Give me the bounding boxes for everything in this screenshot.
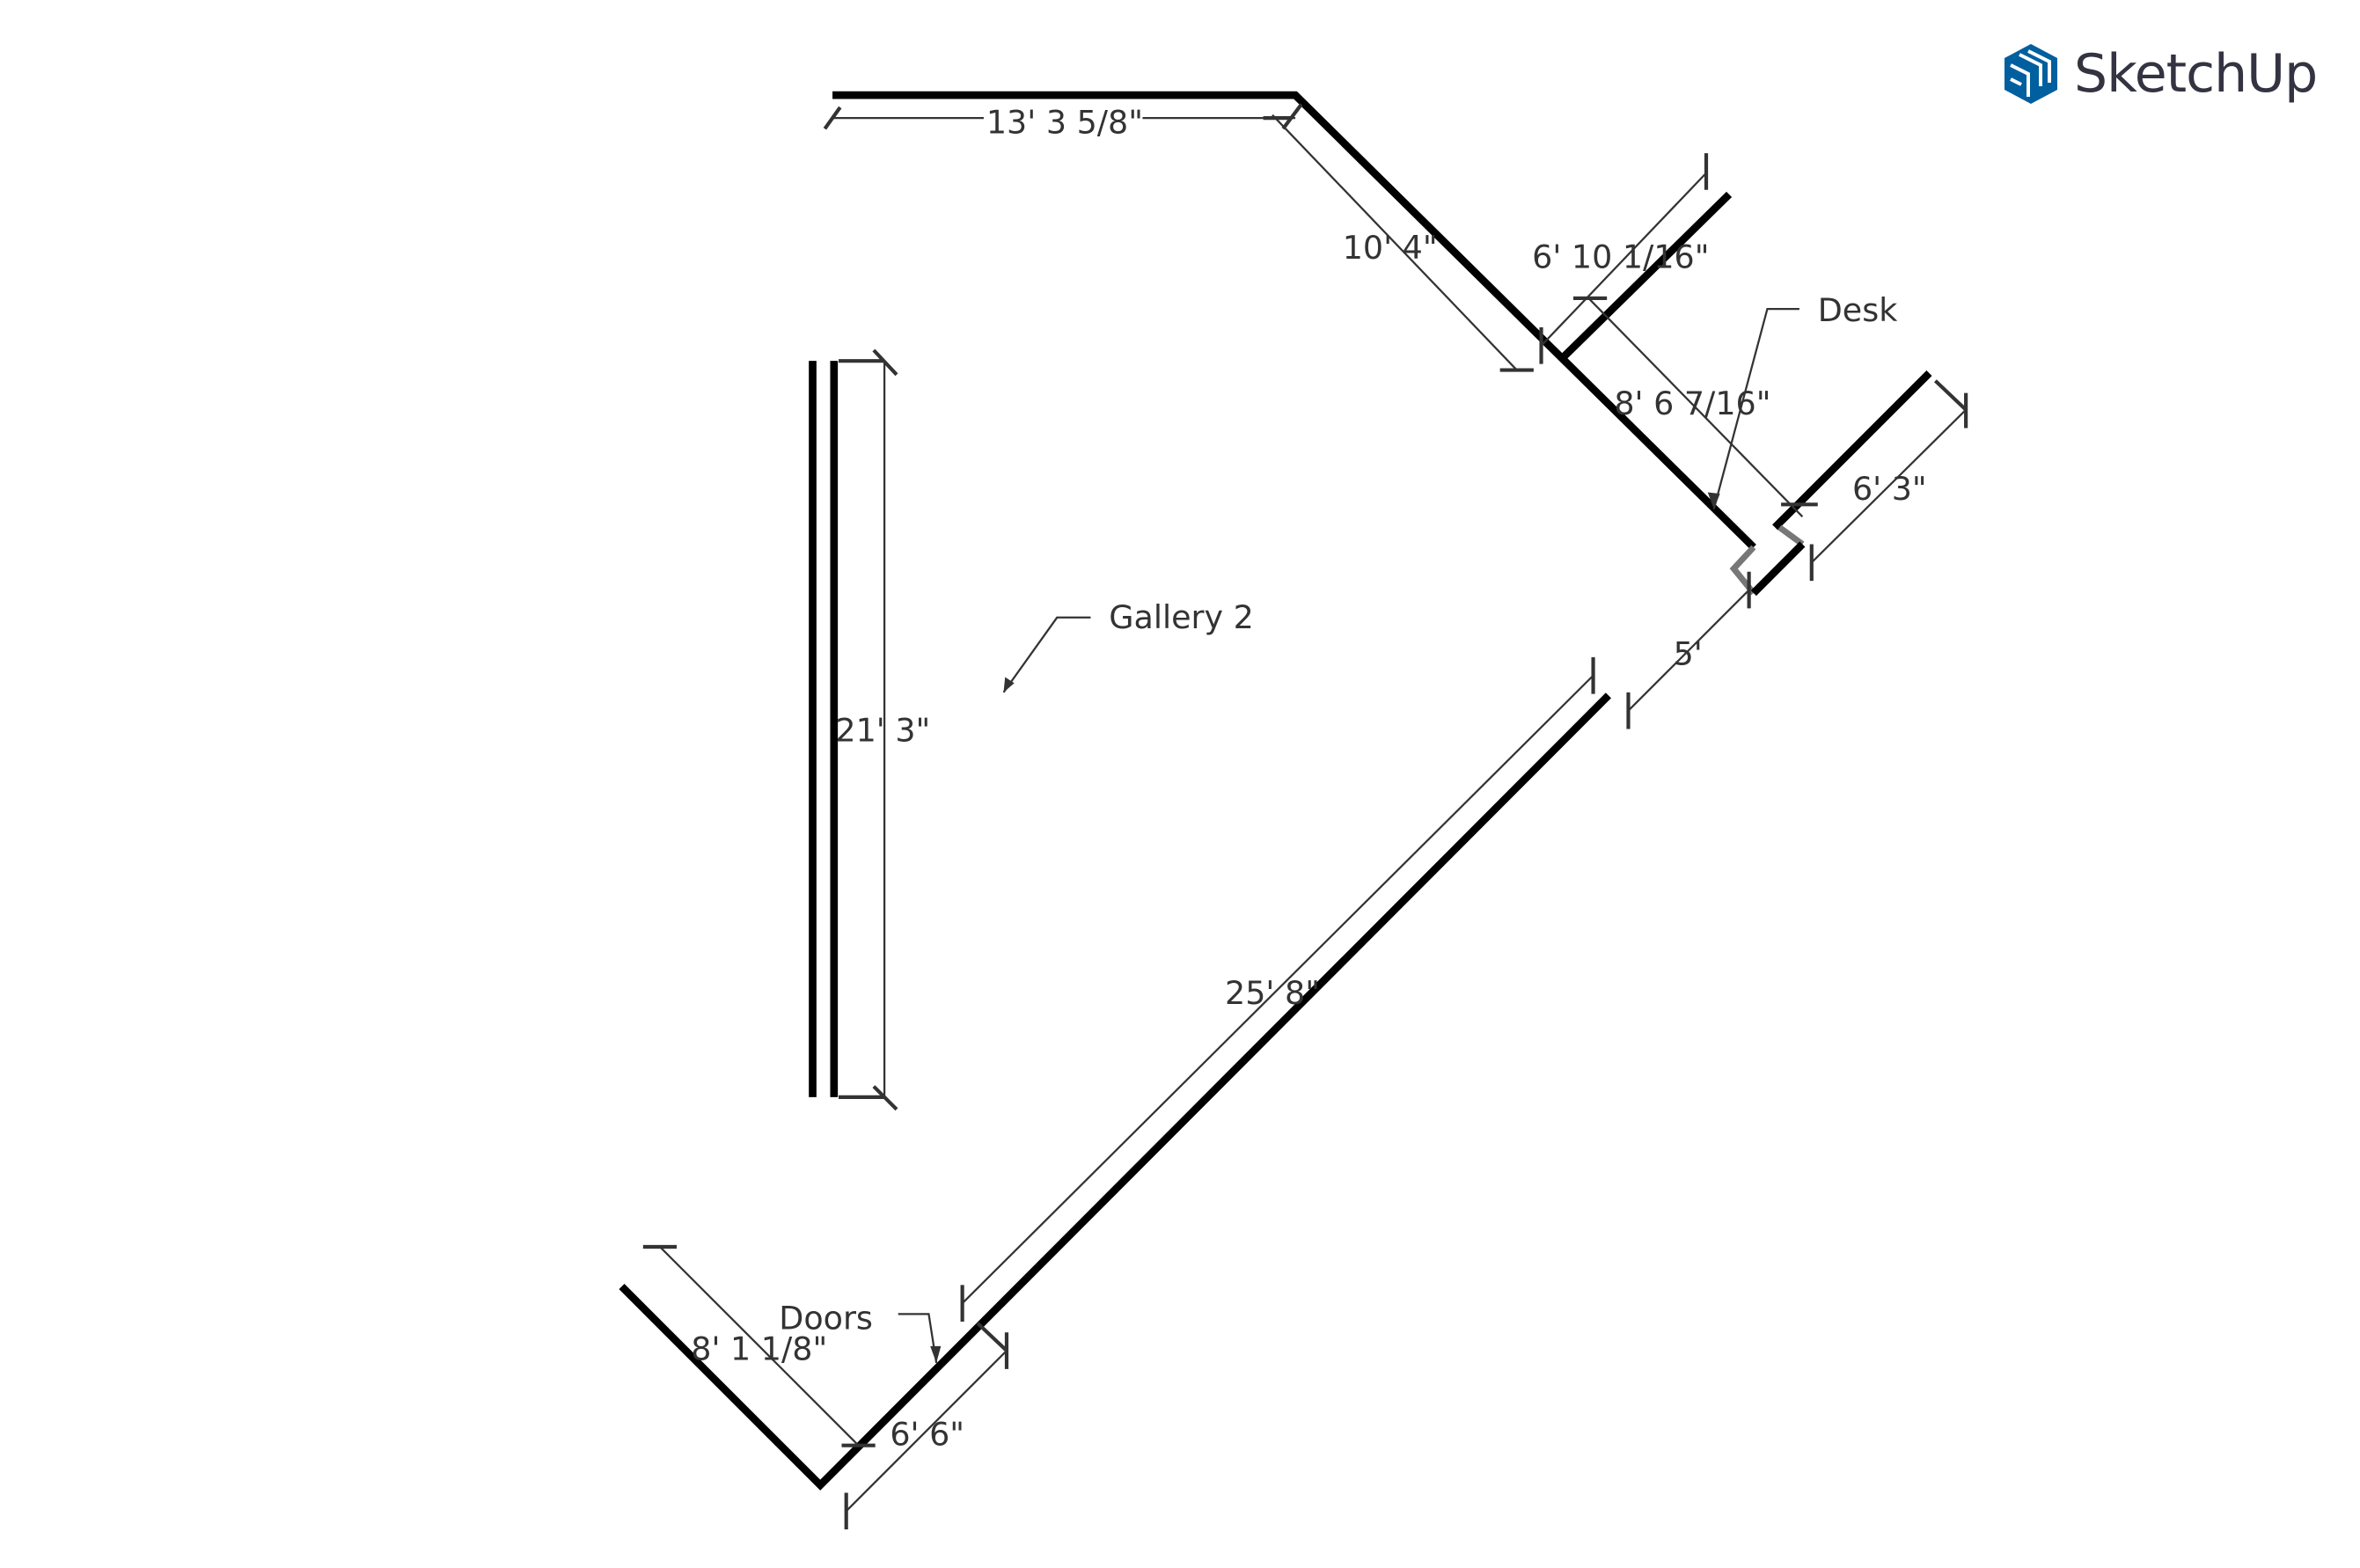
dim-label-desk-wall: 6' 10 1/16" xyxy=(1532,238,1709,275)
sketchup-logo: SketchUp xyxy=(2002,42,2318,106)
dim-label-door: 6' 6" xyxy=(890,1416,964,1454)
leaders xyxy=(898,307,1799,1364)
gallery-leader xyxy=(1002,616,1091,693)
dim-label-desk-span: 8' 6 7/16" xyxy=(1614,385,1770,422)
note-gallery: Gallery 2 xyxy=(1109,598,1254,636)
dim-label-left: 8' 1 1/8" xyxy=(691,1330,827,1367)
dimension-labels: 13' 3 5/8" 10' 4" 6' 10 1/16" 8' 6 7/16"… xyxy=(691,101,1927,1454)
dim-tick xyxy=(839,348,898,1111)
wall-top xyxy=(832,91,1756,551)
dim-line-desk-span xyxy=(1587,297,1804,518)
note-desk: Desk xyxy=(1818,291,1898,329)
dim-tick xyxy=(1626,571,1751,729)
dim-line-gap xyxy=(1627,589,1750,712)
dimension-lines xyxy=(642,103,1968,1530)
desk-leader xyxy=(1712,307,1799,509)
dim-line-door xyxy=(845,1350,1008,1513)
wall-desk xyxy=(1558,191,1733,363)
dim-tick xyxy=(642,1244,876,1447)
wall-jog-gray xyxy=(1729,545,1756,596)
dim-label-vertical: 21' 3" xyxy=(835,711,930,749)
dim-line-long xyxy=(961,674,1594,1305)
arrow-icon xyxy=(1003,677,1015,692)
wall-long xyxy=(619,692,1611,1491)
doors-leader xyxy=(898,1313,938,1364)
sketchup-logo-icon xyxy=(2005,44,2057,104)
arrow-icon xyxy=(930,1345,942,1363)
wall-jog xyxy=(1750,541,1806,597)
dim-label-gap: 5' xyxy=(1674,635,1703,673)
dim-line-desk-wall xyxy=(1540,172,1707,347)
dim-label-right: 6' 3" xyxy=(1852,470,1927,508)
dim-line-diag-upper xyxy=(1272,114,1518,371)
dim-label-top: 13' 3 5/8" xyxy=(986,103,1143,141)
dim-line-right xyxy=(1811,408,1967,564)
dim-label-diag-upper: 10' 4" xyxy=(1343,229,1438,267)
sketchup-logo-text: SketchUp xyxy=(2074,43,2318,105)
wall-right xyxy=(1772,370,1932,531)
dim-label-long: 25' 8" xyxy=(1225,974,1320,1012)
walls xyxy=(619,91,1932,1491)
dim-tick xyxy=(960,656,1595,1323)
wall-jog-gray-2 xyxy=(1777,524,1805,547)
arrow-icon xyxy=(1707,492,1720,509)
dim-tick xyxy=(1809,379,1968,582)
dim-tick xyxy=(1573,296,1818,507)
note-doors: Doors xyxy=(779,1300,873,1337)
dim-tick xyxy=(844,1322,1009,1530)
dim-tick xyxy=(823,103,1303,130)
dim-line-left xyxy=(659,1246,860,1447)
dim-tick xyxy=(1539,153,1709,364)
